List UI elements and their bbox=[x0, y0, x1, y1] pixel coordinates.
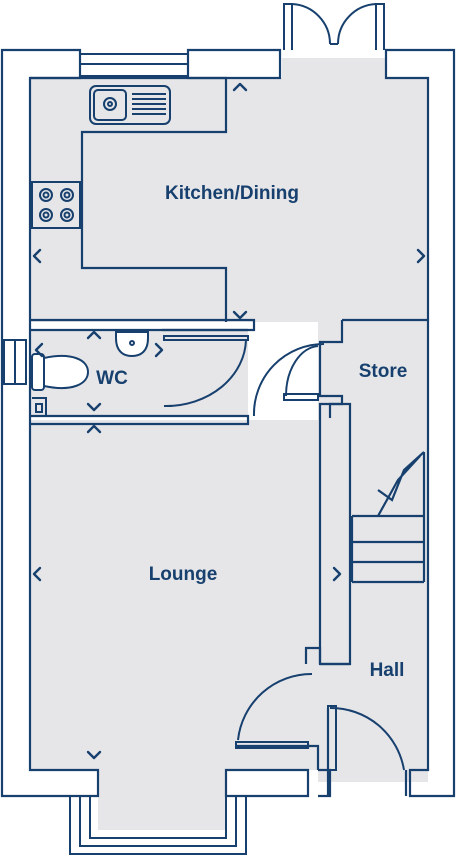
windows bbox=[3, 53, 247, 855]
walls bbox=[0, 48, 456, 798]
room-label-kitchen: Kitchen/Dining bbox=[164, 183, 300, 204]
staircase bbox=[352, 451, 425, 584]
room-label-wc: WC bbox=[96, 368, 128, 389]
room-label-lounge: Lounge bbox=[148, 564, 218, 585]
dimension-arrow-icon bbox=[86, 750, 102, 760]
dimension-arrow-icon bbox=[32, 248, 42, 264]
dimension-arrow-icon bbox=[86, 402, 102, 412]
outer-wall-top-mid bbox=[186, 48, 282, 80]
room-label-store: Store bbox=[358, 361, 408, 382]
basin bbox=[115, 331, 149, 358]
floor-fills bbox=[30, 58, 428, 830]
hob bbox=[31, 181, 81, 229]
dimension-arrows bbox=[32, 82, 426, 760]
dimension-arrow-icon bbox=[32, 566, 42, 582]
room-label-hall: Hall bbox=[369, 660, 405, 681]
dimension-arrow-icon bbox=[416, 248, 426, 264]
dimension-arrow-icon bbox=[232, 82, 248, 92]
bay-window bbox=[69, 795, 247, 855]
kitchen-counter bbox=[30, 76, 228, 322]
dimension-arrow-icon bbox=[86, 330, 102, 340]
dimension-arrow-icon bbox=[86, 424, 102, 434]
outer-wall-right bbox=[384, 48, 456, 798]
dimension-arrow-icon bbox=[34, 342, 44, 358]
dimension-arrow-icon bbox=[154, 342, 164, 358]
outer-wall-bottom-right bbox=[224, 768, 310, 798]
dimension-arrow-icon bbox=[232, 310, 248, 320]
doors bbox=[163, 335, 405, 771]
french-doors bbox=[283, 3, 385, 50]
sink bbox=[89, 85, 171, 125]
wc-cabinet bbox=[32, 397, 47, 417]
dimension-arrow-icon bbox=[332, 566, 342, 582]
wc-wall bbox=[30, 318, 256, 332]
toilet bbox=[31, 353, 90, 391]
